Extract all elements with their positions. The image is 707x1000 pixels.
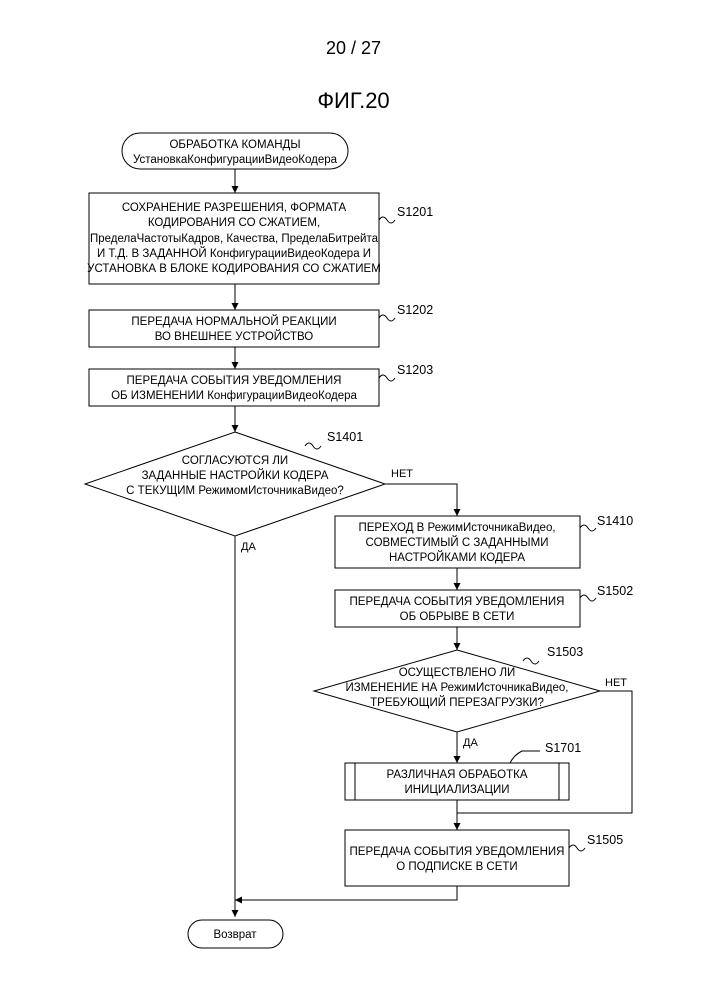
process-box-s1410: ПЕРЕХОД В РежимИсточникаВидео, СОВМЕСТИМ…: [335, 516, 580, 568]
s1503-no-label: НЕТ: [605, 677, 627, 689]
s1202-line1: ПЕРЕДАЧА НОРМАЛЬНОЙ РЕАКЦИИ: [131, 315, 336, 328]
step-id-s1401: S1401: [327, 430, 363, 444]
step-id-s1410: S1410: [597, 514, 633, 528]
s1203-line1: ПЕРЕДАЧА СОБЫТИЯ УВЕДОМЛЕНИЯ: [127, 375, 342, 387]
s1701-line1: РАЗЛИЧНАЯ ОБРАБОТКА: [386, 769, 527, 781]
s1201-line5: УСТАНОВКА В БЛОКЕ КОДИРОВАНИЯ СО СЖАТИЕМ: [87, 263, 381, 275]
s1503-yes-label: ДА: [463, 737, 478, 749]
leader-s1410: [580, 525, 596, 531]
step-id-s1202: S1202: [397, 303, 433, 317]
step-id-s1701: S1701: [545, 741, 581, 755]
step-id-s1502: S1502: [597, 584, 633, 598]
start-label-line2: УстановкаКонфигурацииВидеоКодера: [133, 154, 338, 166]
leader-s1502: [580, 595, 596, 601]
s1701-line2: ИНИЦИАЛИЗАЦИИ: [405, 784, 510, 796]
s1201-line1: СОХРАНЕНИЕ РАЗРЕШЕНИЯ, ФОРМАТА: [122, 202, 347, 214]
leader-s1202: [379, 315, 395, 321]
s1201-line2: КОДИРОВАНИЯ СО СЖАТИЕМ,: [148, 217, 320, 229]
s1401-line1: СОГЛАСУЮТСЯ ЛИ: [182, 455, 288, 467]
s1401-yes-label: ДА: [241, 541, 256, 553]
s1503-line1: ОСУЩЕСТВЛЕНО ЛИ: [399, 667, 516, 679]
s1202-line2: ВО ВНЕШНЕЕ УСТРОЙСТВО: [155, 330, 314, 343]
process-box-s1502: ПЕРЕДАЧА СОБЫТИЯ УВЕДОМЛЕНИЯ ОБ ОБРЫВЕ В…: [335, 590, 580, 627]
s1410-line2: СОВМЕСТИМЫЙ С ЗАДАННЫМИ: [366, 536, 549, 549]
s1201-line3: ПределаЧастотыКадров, Качества, ПределаБ…: [90, 233, 379, 245]
start-terminal: ОБРАБОТКА КОМАНДЫ УстановкаКонфигурацииВ…: [122, 133, 348, 169]
process-box-s1505: ПЕРЕДАЧА СОБЫТИЯ УВЕДОМЛЕНИЯ О ПОДПИСКЕ …: [345, 830, 569, 886]
process-box-s1202: ПЕРЕДАЧА НОРМАЛЬНОЙ РЕАКЦИИ ВО ВНЕШНЕЕ У…: [89, 310, 379, 347]
s1410-line3: НАСТРОЙКАМИ КОДЕРА: [389, 551, 525, 564]
leader-s1503: [523, 658, 539, 664]
s1401-line2: ЗАДАННЫЕ НАСТРОЙКИ КОДЕРА: [142, 469, 329, 482]
process-box-s1203: ПЕРЕДАЧА СОБЫТИЯ УВЕДОМЛЕНИЯ ОБ ИЗМЕНЕНИ…: [89, 369, 379, 406]
s1503-line3: ТРЕБУЮЩИЙ ПЕРЕЗАГРУЗКИ?: [370, 696, 544, 709]
s1503-line2: ИЗМЕНЕНИЕ НА РежимИсточникаВидео,: [345, 682, 568, 694]
step-id-s1503: S1503: [547, 645, 583, 659]
s1401-line3: С ТЕКУЩИМ РежимомИсточникаВидео?: [126, 485, 344, 497]
s1505-line2: О ПОДПИСКЕ В СЕТИ: [396, 861, 517, 873]
leader-s1203: [379, 375, 395, 381]
process-box-s1201: СОХРАНЕНИЕ РАЗРЕШЕНИЯ, ФОРМАТА КОДИРОВАН…: [87, 193, 381, 284]
step-id-s1505: S1505: [587, 833, 623, 847]
s1203-line2: ОБ ИЗМЕНЕНИИ КонфигурацииВидеоКодера: [111, 390, 357, 402]
s1410-line1: ПЕРЕХОД В РежимИсточникаВидео,: [358, 522, 555, 534]
predefined-process-s1701: РАЗЛИЧНАЯ ОБРАБОТКА ИНИЦИАЛИЗАЦИИ: [345, 763, 569, 800]
connector-s1505-merge: [235, 886, 457, 900]
step-id-s1201: S1201: [397, 205, 433, 219]
step-id-s1203: S1203: [397, 363, 433, 377]
s1505-line1: ПЕРЕДАЧА СОБЫТИЯ УВЕДОМЛЕНИЯ: [350, 846, 565, 858]
end-terminal: Возврат: [188, 920, 283, 948]
s1401-no-label: НЕТ: [391, 468, 413, 480]
decision-s1503: ОСУЩЕСТВЛЕНО ЛИ ИЗМЕНЕНИЕ НА РежимИсточн…: [314, 650, 600, 732]
leader-s1505: [569, 845, 585, 851]
s1201-line4: И Т.Д. В ЗАДАННОЙ КонфигурацииВидеоКодер…: [97, 247, 371, 260]
leader-s1401: [305, 443, 321, 449]
leader-s1201: [379, 217, 395, 223]
s1502-line2: ОБ ОБРЫВЕ В СЕТИ: [400, 611, 515, 623]
connector-s1401-no: [385, 484, 457, 516]
start-label-line1: ОБРАБОТКА КОМАНДЫ: [169, 139, 300, 151]
leader-s1701: [510, 751, 540, 763]
end-label: Возврат: [213, 929, 257, 941]
s1502-line1: ПЕРЕДАЧА СОБЫТИЯ УВЕДОМЛЕНИЯ: [350, 596, 565, 608]
